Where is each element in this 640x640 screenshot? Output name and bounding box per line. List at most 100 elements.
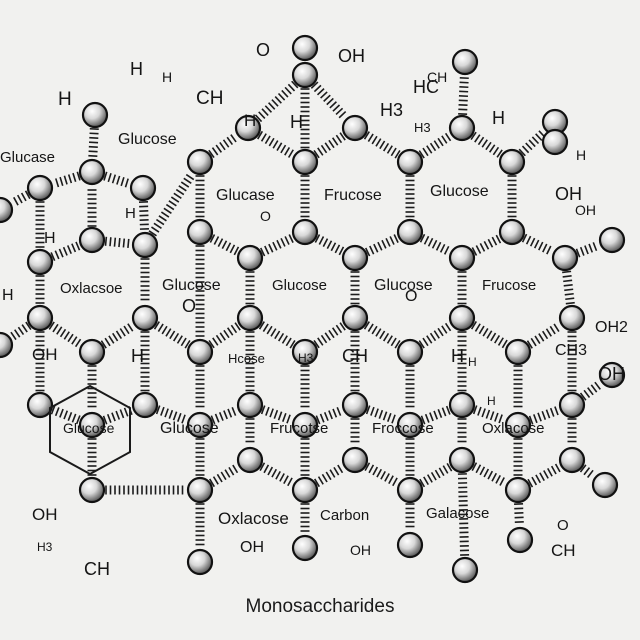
bond [195, 245, 205, 337]
bond [405, 365, 415, 408]
atom-sphere [341, 391, 369, 419]
bond [48, 321, 82, 348]
bond [420, 405, 451, 425]
atom-label: OH [350, 542, 371, 558]
atom-sphere [131, 304, 159, 332]
bond [507, 175, 517, 218]
atom-sphere [78, 338, 106, 366]
bond [300, 88, 310, 149]
bond [575, 242, 598, 258]
sugar-label: Froccose [372, 420, 434, 437]
atom-label: OH [598, 364, 625, 384]
atom-label: O [557, 517, 569, 534]
atom-sphere [396, 476, 424, 504]
bond [528, 406, 559, 425]
atom-sphere [291, 148, 319, 176]
bond [513, 438, 523, 476]
bond [148, 173, 195, 237]
atom-label: H3 [37, 540, 53, 554]
atom-sphere [236, 244, 264, 272]
atom-label: CH [84, 559, 110, 579]
atom-sphere [498, 148, 526, 176]
atom-sphere [396, 411, 424, 439]
atom-sphere [504, 338, 532, 366]
bond [35, 331, 45, 392]
atom-label: H [492, 108, 505, 128]
atom-sphere [558, 391, 586, 419]
atom-sphere [78, 226, 106, 254]
bond [350, 271, 360, 305]
sugar-label: Glucose [160, 420, 219, 437]
bond [155, 405, 186, 424]
atom-sphere [291, 476, 319, 504]
bond [363, 131, 401, 159]
atom-label: H3 [298, 351, 314, 365]
atom-sphere [26, 248, 54, 276]
bond [260, 405, 291, 424]
atom-sphere [451, 556, 479, 584]
atom-label: H [244, 111, 256, 130]
bond [365, 234, 399, 257]
atom-sphere [291, 338, 319, 366]
sugar-label: Hcose [228, 351, 265, 366]
atom-sphere [558, 304, 586, 332]
bond [209, 464, 239, 488]
bond [521, 233, 552, 255]
atom-label: H [130, 59, 143, 79]
atom-layer [0, 34, 626, 584]
bond [579, 381, 601, 401]
bond [405, 438, 415, 476]
atom-label: OH [32, 345, 58, 364]
bond [257, 130, 294, 158]
bond [208, 322, 241, 349]
bond [471, 462, 505, 486]
bond [88, 127, 99, 157]
atom-sphere [341, 114, 369, 142]
atom-label: CH [427, 69, 447, 85]
bond [363, 321, 401, 349]
bond [259, 462, 293, 487]
bond [300, 175, 310, 218]
atom-sphere [26, 174, 54, 202]
atom-sphere [291, 34, 319, 62]
atom-label: H [162, 69, 172, 85]
atom-label: CH3 [555, 342, 587, 359]
sugar-label: Glucose [374, 277, 433, 294]
bond [258, 321, 296, 349]
bond [526, 323, 560, 349]
bond [254, 80, 299, 123]
atom-label: HC [413, 77, 439, 97]
bond [300, 503, 310, 532]
atom-sphere [26, 391, 54, 419]
atom-label: H3 [380, 100, 403, 120]
atom-label: H [576, 147, 586, 163]
atom-sphere [131, 231, 159, 259]
atom-sphere [598, 226, 626, 254]
bond [300, 438, 310, 476]
atom-sphere [598, 361, 626, 389]
atom-sphere [291, 218, 319, 246]
bond [195, 503, 205, 546]
atom-sphere [448, 304, 476, 332]
bond [50, 241, 81, 262]
bond [470, 321, 508, 349]
bond [579, 464, 594, 478]
atom-label: O [256, 40, 270, 60]
atom-sphere [541, 128, 569, 156]
atom-sphere [291, 61, 319, 89]
bond [210, 406, 237, 425]
atom-sphere [448, 391, 476, 419]
atom-label: H [125, 205, 136, 222]
bond [350, 331, 360, 392]
bond [300, 365, 310, 408]
atom-sphere [78, 411, 106, 439]
atom-sphere [396, 531, 424, 559]
bond [457, 331, 467, 392]
bond [458, 77, 469, 116]
sugar-label: Galacose [426, 505, 489, 522]
bond [314, 464, 344, 488]
bond [55, 171, 81, 188]
bond [405, 175, 415, 218]
bond [260, 234, 294, 257]
